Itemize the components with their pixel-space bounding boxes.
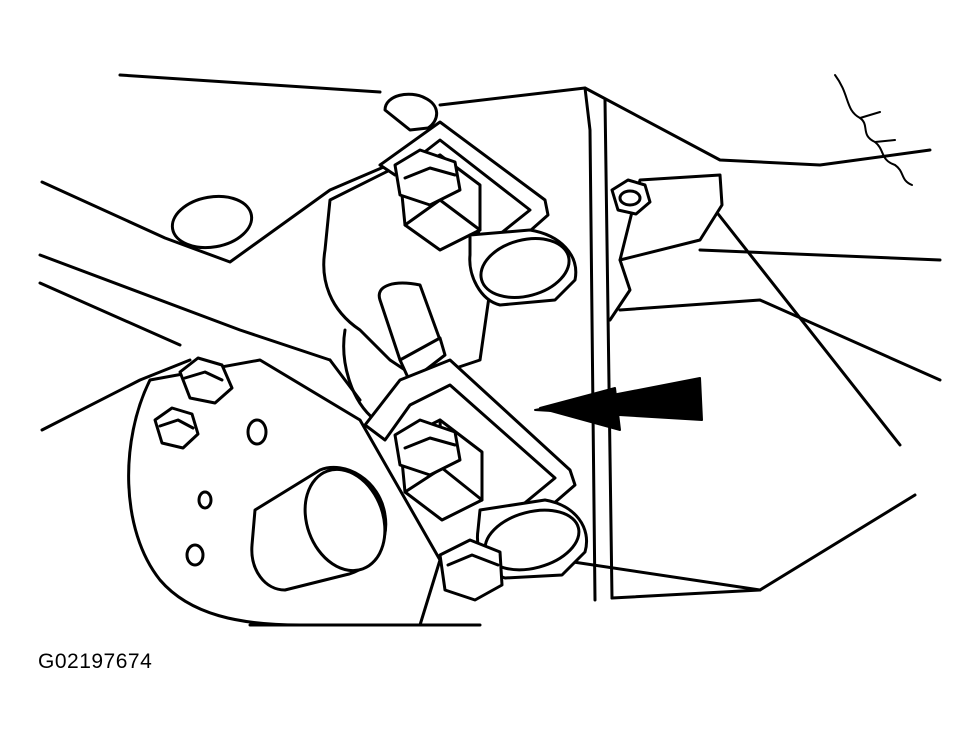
upper-bearing-strap — [378, 92, 578, 307]
bracket-bolt — [610, 178, 652, 216]
lower-bearing-strap — [363, 336, 588, 602]
hose-outline — [834, 74, 913, 186]
flange-bolt-lower — [153, 406, 200, 450]
companion-flange — [127, 356, 442, 627]
figure-code: G02197674 — [38, 650, 153, 673]
mount-bracket — [608, 173, 724, 322]
callout-arrow — [534, 377, 703, 431]
flange-bolt-upper — [178, 356, 234, 405]
flange-hub — [250, 465, 388, 592]
upper-strap-bolt — [393, 148, 462, 207]
lower-flange-bolt — [438, 538, 504, 602]
lower-strap-bolt — [393, 418, 462, 477]
chassis-panel — [38, 73, 942, 602]
